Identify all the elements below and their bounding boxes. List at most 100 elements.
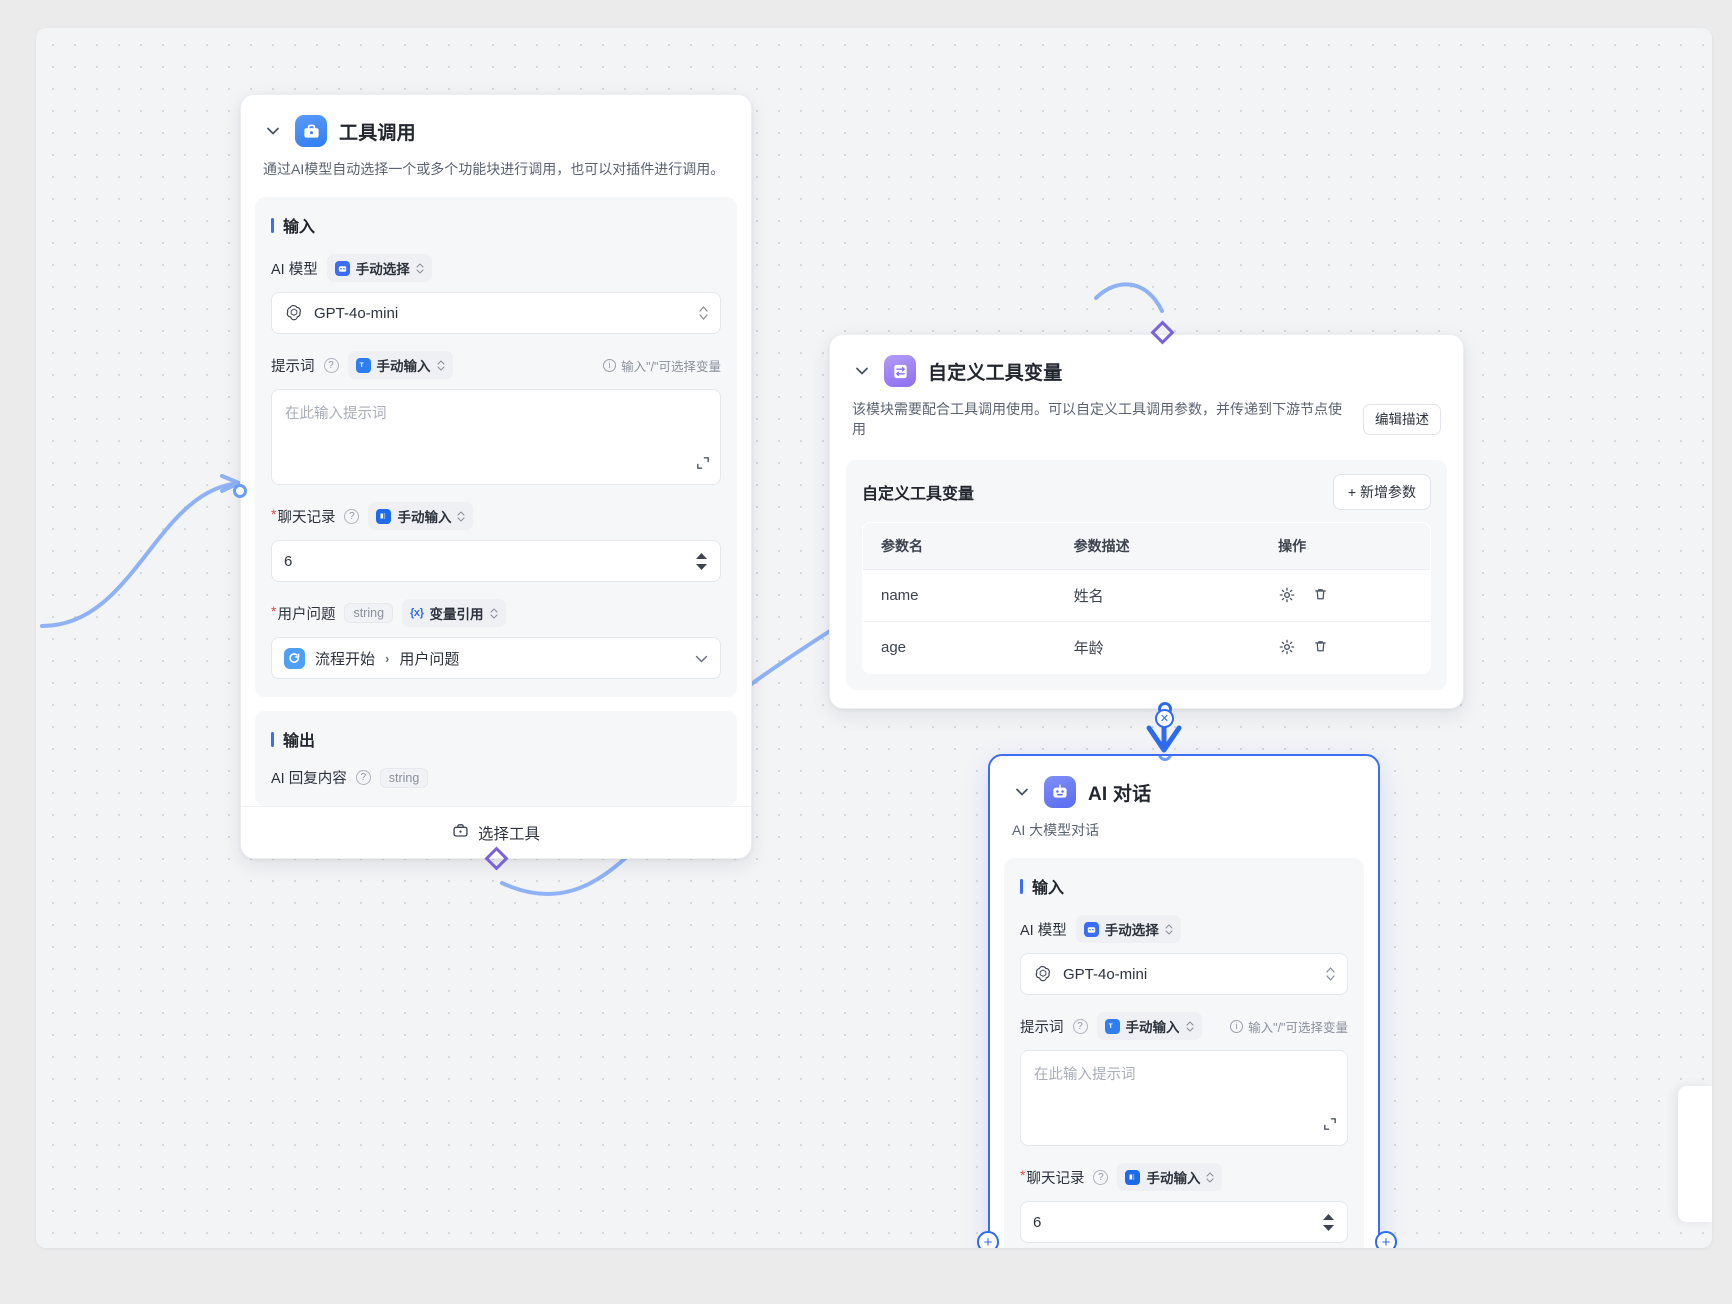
prompt-mode-label: 手动输入 bbox=[1125, 1020, 1180, 1036]
ai-model-select[interactable]: GPT-4o-mini bbox=[1020, 953, 1348, 996]
gear-icon[interactable] bbox=[1278, 638, 1296, 656]
tool-vars-panel: 自定义工具变量 + 新增参数 参数名 参数描述 操作 name bbox=[846, 459, 1447, 690]
param-name-cell: age bbox=[881, 638, 907, 656]
add-node-left-handle[interactable]: + bbox=[977, 1231, 999, 1248]
chat-history-number-input[interactable]: 6 bbox=[271, 540, 721, 583]
flow-start-icon bbox=[284, 647, 305, 669]
right-side-panel-edge[interactable] bbox=[1678, 1086, 1712, 1222]
prompt-variable-hint: i 输入"/"可选择变量 bbox=[603, 356, 721, 375]
input-section-title: 输入 bbox=[271, 213, 721, 237]
field-ai-model: AI 模型 手动选择 bbox=[1020, 915, 1348, 996]
svg-text:T: T bbox=[1109, 1023, 1113, 1030]
chevron-down-icon[interactable] bbox=[852, 361, 872, 381]
robot-mini-icon bbox=[1083, 921, 1099, 937]
ai-model-mode-select[interactable]: 手动选择 bbox=[1075, 915, 1181, 944]
user-question-ref-select[interactable]: 流程开始 › 用户问题 bbox=[271, 637, 721, 680]
col-param-ops: 操作 bbox=[1260, 522, 1430, 570]
ai-chat-title: AI 对话 bbox=[1088, 783, 1152, 805]
input-handle-tool-call[interactable] bbox=[233, 484, 247, 498]
robot-mini-icon bbox=[334, 260, 350, 276]
tool-call-title: 工具调用 bbox=[339, 122, 416, 144]
workflow-canvas[interactable]: 工具调用 通过AI模型自动选择一个或多个功能块进行调用，也可以对插件进行调用。 … bbox=[36, 28, 1712, 1248]
gear-icon[interactable] bbox=[1278, 586, 1296, 604]
tool-call-input-section: 输入 AI 模型 手动选择 bbox=[255, 197, 737, 698]
help-icon[interactable]: ? bbox=[323, 357, 339, 373]
number-stepper[interactable] bbox=[695, 552, 708, 571]
remove-edge-icon[interactable]: ✕ bbox=[1155, 709, 1174, 728]
node-tool-vars[interactable]: 自定义工具变量 该模块需要配合工具调用使用。可以自定义工具调用参数，并传递到下游… bbox=[829, 334, 1464, 716]
prompt-mode-select[interactable]: T 手动输入 bbox=[347, 351, 453, 380]
edit-description-button[interactable]: 编辑描述 bbox=[1363, 403, 1441, 436]
chevron-updown-icon bbox=[416, 263, 424, 274]
user-question-mode-select[interactable]: {x} 变量引用 bbox=[402, 599, 506, 628]
chat-history-label: 聊天记录 bbox=[271, 506, 335, 527]
tool-call-description: 通过AI模型自动选择一个或多个功能块进行调用，也可以对插件进行调用。 bbox=[263, 161, 725, 177]
output-section-title: 输出 bbox=[271, 727, 721, 751]
toolbox-icon bbox=[295, 115, 327, 147]
ai-chat-input-section: 输入 AI 模型 手动选择 bbox=[1004, 858, 1364, 1248]
prompt-variable-hint: i 输入"/"可选择变量 bbox=[1230, 1017, 1348, 1036]
field-chat-history: 聊天记录 ? 手动输入 bbox=[1020, 1163, 1348, 1244]
chevron-down-icon[interactable] bbox=[695, 650, 708, 667]
user-question-type-tag: string bbox=[344, 603, 394, 624]
prompt-textarea[interactable]: 在此输入提示词 bbox=[271, 389, 721, 486]
user-question-ref-field: 用户问题 bbox=[399, 650, 460, 668]
user-question-label: 用户问题 bbox=[271, 603, 335, 624]
toolbox-outline-icon bbox=[452, 822, 469, 844]
add-param-button[interactable]: + 新增参数 bbox=[1332, 473, 1431, 510]
chat-history-value: 6 bbox=[1033, 1213, 1042, 1231]
edge-start-to-toolcall bbox=[40, 481, 243, 628]
chat-history-number-input[interactable]: 6 bbox=[1020, 1201, 1348, 1244]
chevron-updown-icon bbox=[1165, 924, 1173, 935]
variable-ref-icon: {x} bbox=[410, 607, 424, 620]
chevron-updown-icon bbox=[436, 360, 445, 371]
node-ai-chat[interactable]: AI 对话 AI 大模型对话 输入 AI 模型 bbox=[988, 754, 1380, 1248]
tool-call-header: 工具调用 通过AI模型自动选择一个或多个功能块进行调用，也可以对插件进行调用。 bbox=[241, 95, 751, 183]
stepper-up-icon bbox=[696, 552, 707, 559]
field-user-question: 用户问题 string {x} 变量引用 bbox=[271, 599, 721, 680]
user-question-ref-source: 流程开始 bbox=[315, 650, 376, 668]
chat-history-mode-select[interactable]: 手动输入 bbox=[368, 502, 474, 531]
expand-icon[interactable] bbox=[696, 456, 710, 475]
help-icon[interactable]: ? bbox=[1093, 1169, 1109, 1185]
chevron-down-icon[interactable] bbox=[1012, 782, 1032, 802]
chevron-down-icon[interactable] bbox=[263, 121, 283, 141]
help-icon[interactable]: ? bbox=[1072, 1018, 1088, 1034]
edge-arrow-2 bbox=[1146, 725, 1182, 753]
ai-model-select[interactable]: GPT-4o-mini bbox=[271, 292, 721, 335]
input-section-title: 输入 bbox=[1020, 874, 1348, 898]
help-icon[interactable]: ? bbox=[355, 770, 371, 786]
params-table-header-row: 参数名 参数描述 操作 bbox=[863, 522, 1430, 570]
add-node-right-handle[interactable]: + bbox=[1375, 1231, 1397, 1248]
select-tool-button[interactable]: 选择工具 bbox=[241, 806, 751, 858]
chevron-updown-icon[interactable] bbox=[699, 306, 708, 320]
section-accent-bar bbox=[271, 217, 274, 233]
expand-icon[interactable] bbox=[1323, 1117, 1337, 1136]
openai-icon bbox=[284, 303, 304, 323]
chat-history-label: 聊天记录 bbox=[1020, 1167, 1084, 1188]
ai-model-mode-select[interactable]: 手动选择 bbox=[326, 254, 432, 283]
number-stepper[interactable] bbox=[1322, 1213, 1335, 1232]
field-prompt: 提示词 ? T 手动输入 bbox=[1020, 1012, 1348, 1147]
prompt-mode-select[interactable]: T 手动输入 bbox=[1096, 1012, 1202, 1041]
col-param-desc: 参数描述 bbox=[1055, 522, 1261, 570]
text-mini-icon: T bbox=[1104, 1018, 1120, 1034]
ai-model-label: AI 模型 bbox=[1020, 922, 1067, 939]
chat-history-value: 6 bbox=[284, 552, 293, 570]
param-name-cell: name bbox=[863, 569, 1056, 622]
help-icon[interactable]: ? bbox=[344, 508, 360, 524]
trash-icon[interactable] bbox=[1312, 586, 1329, 604]
node-tool-call[interactable]: 工具调用 通过AI模型自动选择一个或多个功能块进行调用，也可以对插件进行调用。 … bbox=[233, 94, 752, 871]
ai-chat-description: AI 大模型对话 bbox=[1012, 822, 1100, 838]
trash-icon[interactable] bbox=[1312, 638, 1329, 656]
openai-icon bbox=[1033, 964, 1053, 984]
info-icon: i bbox=[603, 358, 617, 372]
info-icon: i bbox=[1230, 1019, 1244, 1033]
chat-history-mode-select[interactable]: 手动输入 bbox=[1117, 1163, 1223, 1192]
chevron-updown-icon[interactable] bbox=[1326, 967, 1335, 981]
prompt-mode-label: 手动输入 bbox=[376, 359, 431, 375]
prompt-textarea[interactable]: 在此输入提示词 bbox=[1020, 1050, 1348, 1147]
chevron-updown-icon bbox=[1206, 1172, 1215, 1183]
svg-text:T: T bbox=[360, 362, 364, 369]
